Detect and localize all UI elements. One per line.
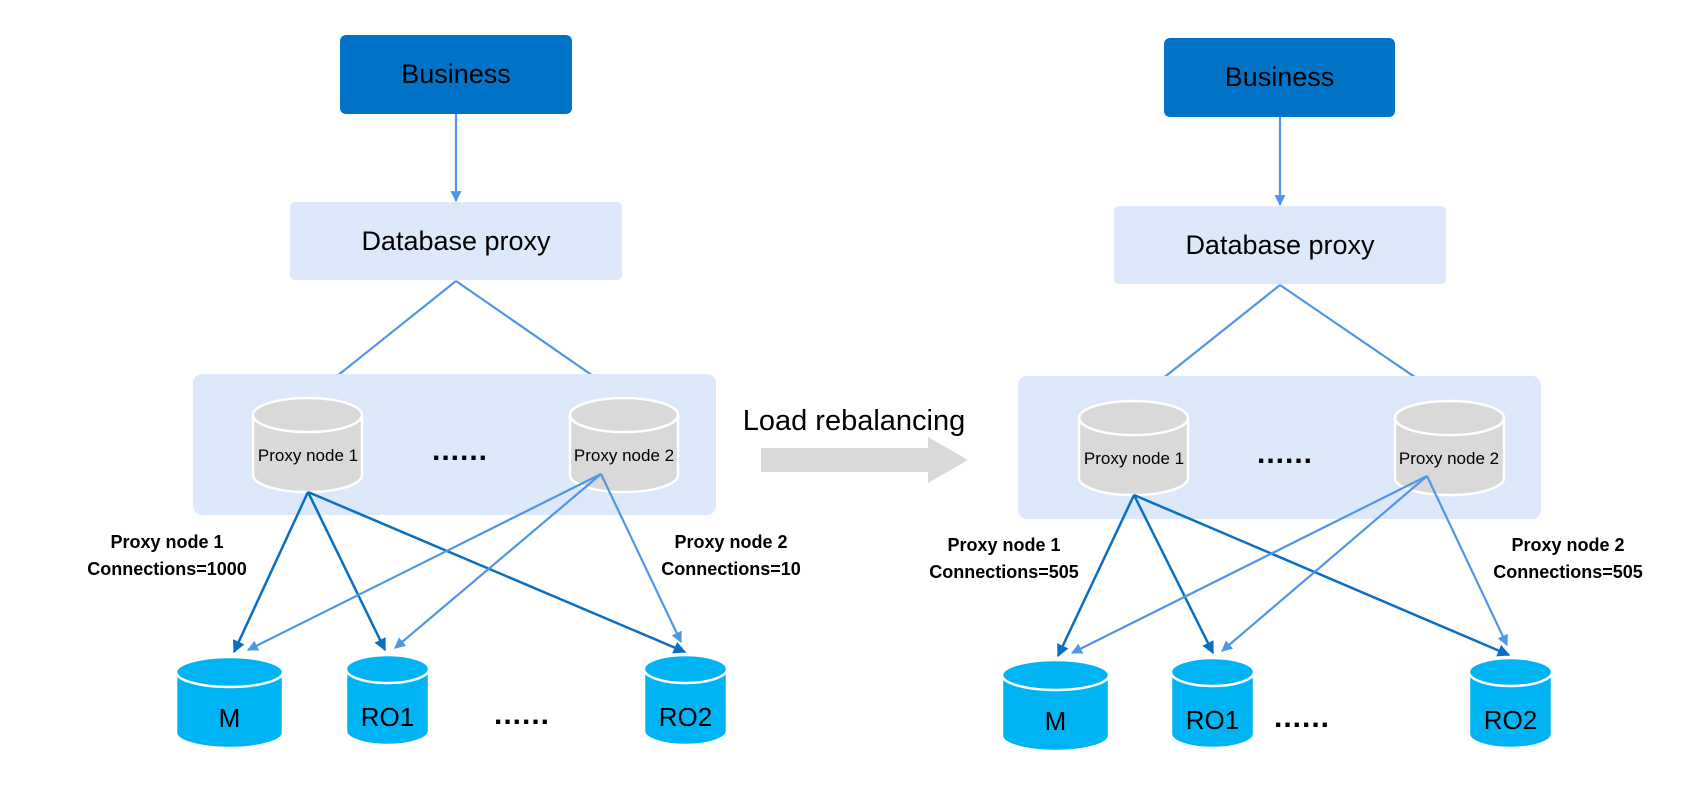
conn-node2-to-m: [1071, 475, 1428, 654]
conn-node2-to-ro2: [600, 473, 682, 643]
business-label: Business: [1225, 62, 1335, 92]
database-proxy-box: [290, 202, 622, 280]
db-ro2-label: RO2: [1484, 705, 1537, 735]
conn-node2-to-m: [247, 473, 602, 651]
db-ro2-label: RO2: [659, 702, 712, 732]
conn-node1-to-m: [1056, 494, 1136, 658]
panel-after: Business Database proxy Proxy node 1 ...…: [929, 38, 1643, 753]
conn-label-node2-count: Connections=10: [661, 559, 801, 579]
db-ro2: [642, 653, 729, 747]
conn-node2-to-ro1: [394, 473, 602, 649]
proxy-node-2: [568, 396, 680, 494]
conn-node1-to-ro2: [307, 490, 687, 654]
db-ro2: [1467, 656, 1554, 750]
proxy-ellipsis: ......: [432, 434, 488, 467]
db-m: [1000, 658, 1111, 753]
conn-label-node1-name: Proxy node 1: [110, 532, 223, 552]
conn-label-node2-name: Proxy node 2: [1511, 535, 1624, 555]
conn-label-node1-count: Connections=505: [929, 562, 1079, 582]
conn-label-node2-count: Connections=505: [1493, 562, 1643, 582]
conn-node2-to-ro2: [1426, 475, 1508, 646]
proxy-node-1-label: Proxy node 1: [1084, 449, 1184, 468]
conn-node2-to-ro1: [1221, 475, 1428, 652]
business-label: Business: [401, 59, 511, 89]
proxy-node-1: [1077, 399, 1190, 497]
proxy-node-1-label: Proxy node 1: [258, 446, 358, 465]
business-box: [340, 35, 572, 114]
panel-before: Business Database proxy Proxy node 1 ...…: [87, 35, 801, 750]
business-box: [1164, 38, 1395, 117]
rebalance-arrow-icon: [761, 437, 968, 483]
proxy-node-1: [251, 396, 364, 494]
db-ro1: [1169, 656, 1256, 750]
database-proxy-label: Database proxy: [1185, 230, 1375, 260]
conn-label-node1-name: Proxy node 1: [947, 535, 1060, 555]
rebalance-label: Load rebalancing: [743, 405, 966, 437]
proxy-ellipsis: ......: [1257, 437, 1313, 470]
db-ellipsis: ......: [494, 698, 550, 731]
proxy-node-2-label: Proxy node 2: [1399, 449, 1499, 468]
conn-label-node1-count: Connections=1000: [87, 559, 247, 579]
db-m: [174, 655, 285, 750]
conn-label-node2-name: Proxy node 2: [674, 532, 787, 552]
conn-node1-to-ro2: [1133, 493, 1511, 657]
conn-node1-to-ro1: [306, 491, 387, 652]
database-proxy-box: [1114, 206, 1446, 284]
conn-node1-to-m: [232, 491, 310, 654]
db-ro1-label: RO1: [361, 702, 414, 732]
proxy-node-2-label: Proxy node 2: [574, 446, 674, 465]
database-proxy-label: Database proxy: [361, 226, 551, 256]
db-m-label: M: [219, 703, 241, 733]
db-m-label: M: [1045, 706, 1067, 736]
db-ro1: [344, 653, 431, 747]
rebalance-transition: Load rebalancing: [743, 405, 968, 483]
proxy-node-2: [1393, 399, 1506, 497]
db-ro1-label: RO1: [1186, 705, 1239, 735]
conn-node1-to-ro1: [1132, 494, 1215, 655]
db-ellipsis: ......: [1274, 701, 1330, 734]
